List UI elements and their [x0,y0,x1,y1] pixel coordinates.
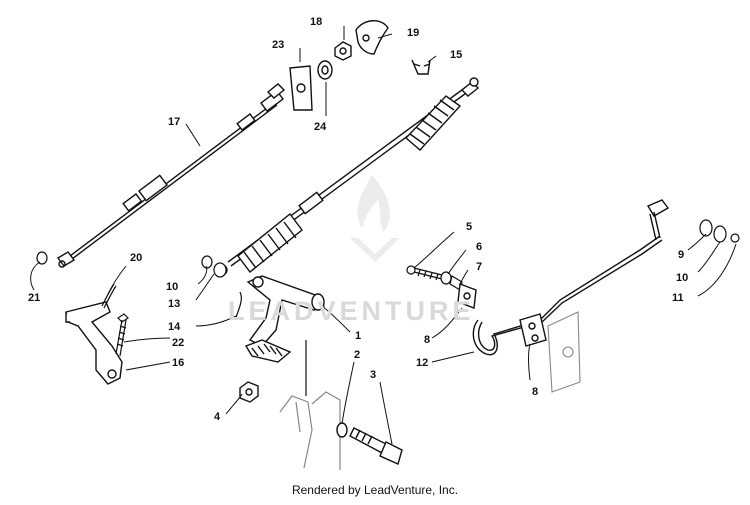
brake-lever [65,301,123,385]
callout-2: 2 [354,349,360,361]
spring-pin-14 [235,291,242,319]
callout-24: 24 [314,121,327,133]
retaining-clip [411,59,431,75]
mount-ghost [547,311,581,393]
flat-washer [317,60,333,80]
callout-19: 19 [407,27,419,39]
callout-20: 20 [130,252,142,264]
callout-21: 21 [28,292,40,304]
lock-nut [239,381,259,403]
callout-14: 14 [168,321,181,333]
callout-labels: 1 2 3 4 5 6 7 8 8 9 10 10 11 12 13 14 15… [28,16,688,423]
foot-pedal [244,275,326,363]
callout-7: 7 [476,261,482,273]
bushing-13 [213,262,227,278]
callout-13: 13 [168,298,180,310]
clamp-block-upper [457,283,477,309]
lower-bellows [237,212,303,274]
callout-1: 1 [355,330,361,342]
callout-10b: 10 [676,272,688,284]
leader-lines [30,26,737,445]
callout-3: 3 [370,369,376,381]
upper-bellows [404,95,462,151]
adjuster-screw [406,265,447,281]
callout-22: 22 [172,337,184,349]
callout-15: 15 [450,49,462,61]
throttle-cable [56,83,286,268]
watermark-logo [350,175,400,262]
cap-screw [115,313,129,357]
washer-21 [36,251,48,265]
callout-4: 4 [214,411,221,423]
callout-5: 5 [466,221,472,233]
callout-6: 6 [476,241,482,253]
footer-credit: Rendered by LeadVenture, Inc. [291,483,459,497]
callout-23: 23 [272,39,284,51]
watermark-text: LEADVENTURE [228,296,475,326]
washer-small [336,422,348,438]
shoulder-bolt [349,427,403,465]
callout-18: 18 [310,16,322,28]
callout-8a: 8 [424,334,430,346]
callout-16: 16 [172,357,184,369]
washer-10-center [201,255,213,269]
cam-piece [355,20,389,55]
hex-nut [334,41,352,61]
callout-11: 11 [672,292,684,304]
shift-cable [216,77,480,276]
callout-17: 17 [168,116,180,128]
callout-12: 12 [416,357,428,369]
washer-right [699,219,740,243]
callout-8b: 8 [532,386,538,398]
callout-9: 9 [678,249,684,261]
linkage-rod [472,199,670,356]
spacer [440,271,452,285]
bracket-plate [289,65,313,111]
callout-10a: 10 [166,281,178,293]
frame-outline [279,340,341,470]
clamp-block-lower [519,313,547,347]
